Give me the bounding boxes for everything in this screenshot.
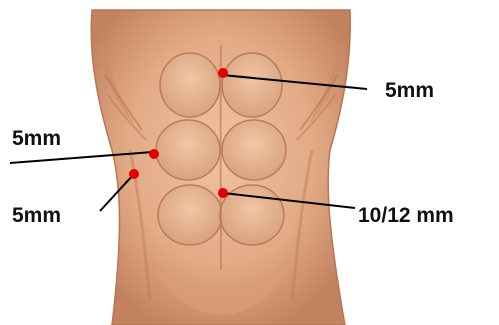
port-label-lower-right: 10/12 mm (358, 205, 454, 226)
port-marker-lower-left (129, 169, 139, 179)
port-marker-lower-right (218, 188, 228, 198)
port-label-lower-left: 5mm (12, 205, 61, 226)
port-marker-upper-right (218, 68, 228, 78)
port-label-upper-left: 5mm (12, 128, 61, 149)
port-label-upper-right: 5mm (385, 80, 434, 101)
port-marker-upper-left (149, 149, 159, 159)
